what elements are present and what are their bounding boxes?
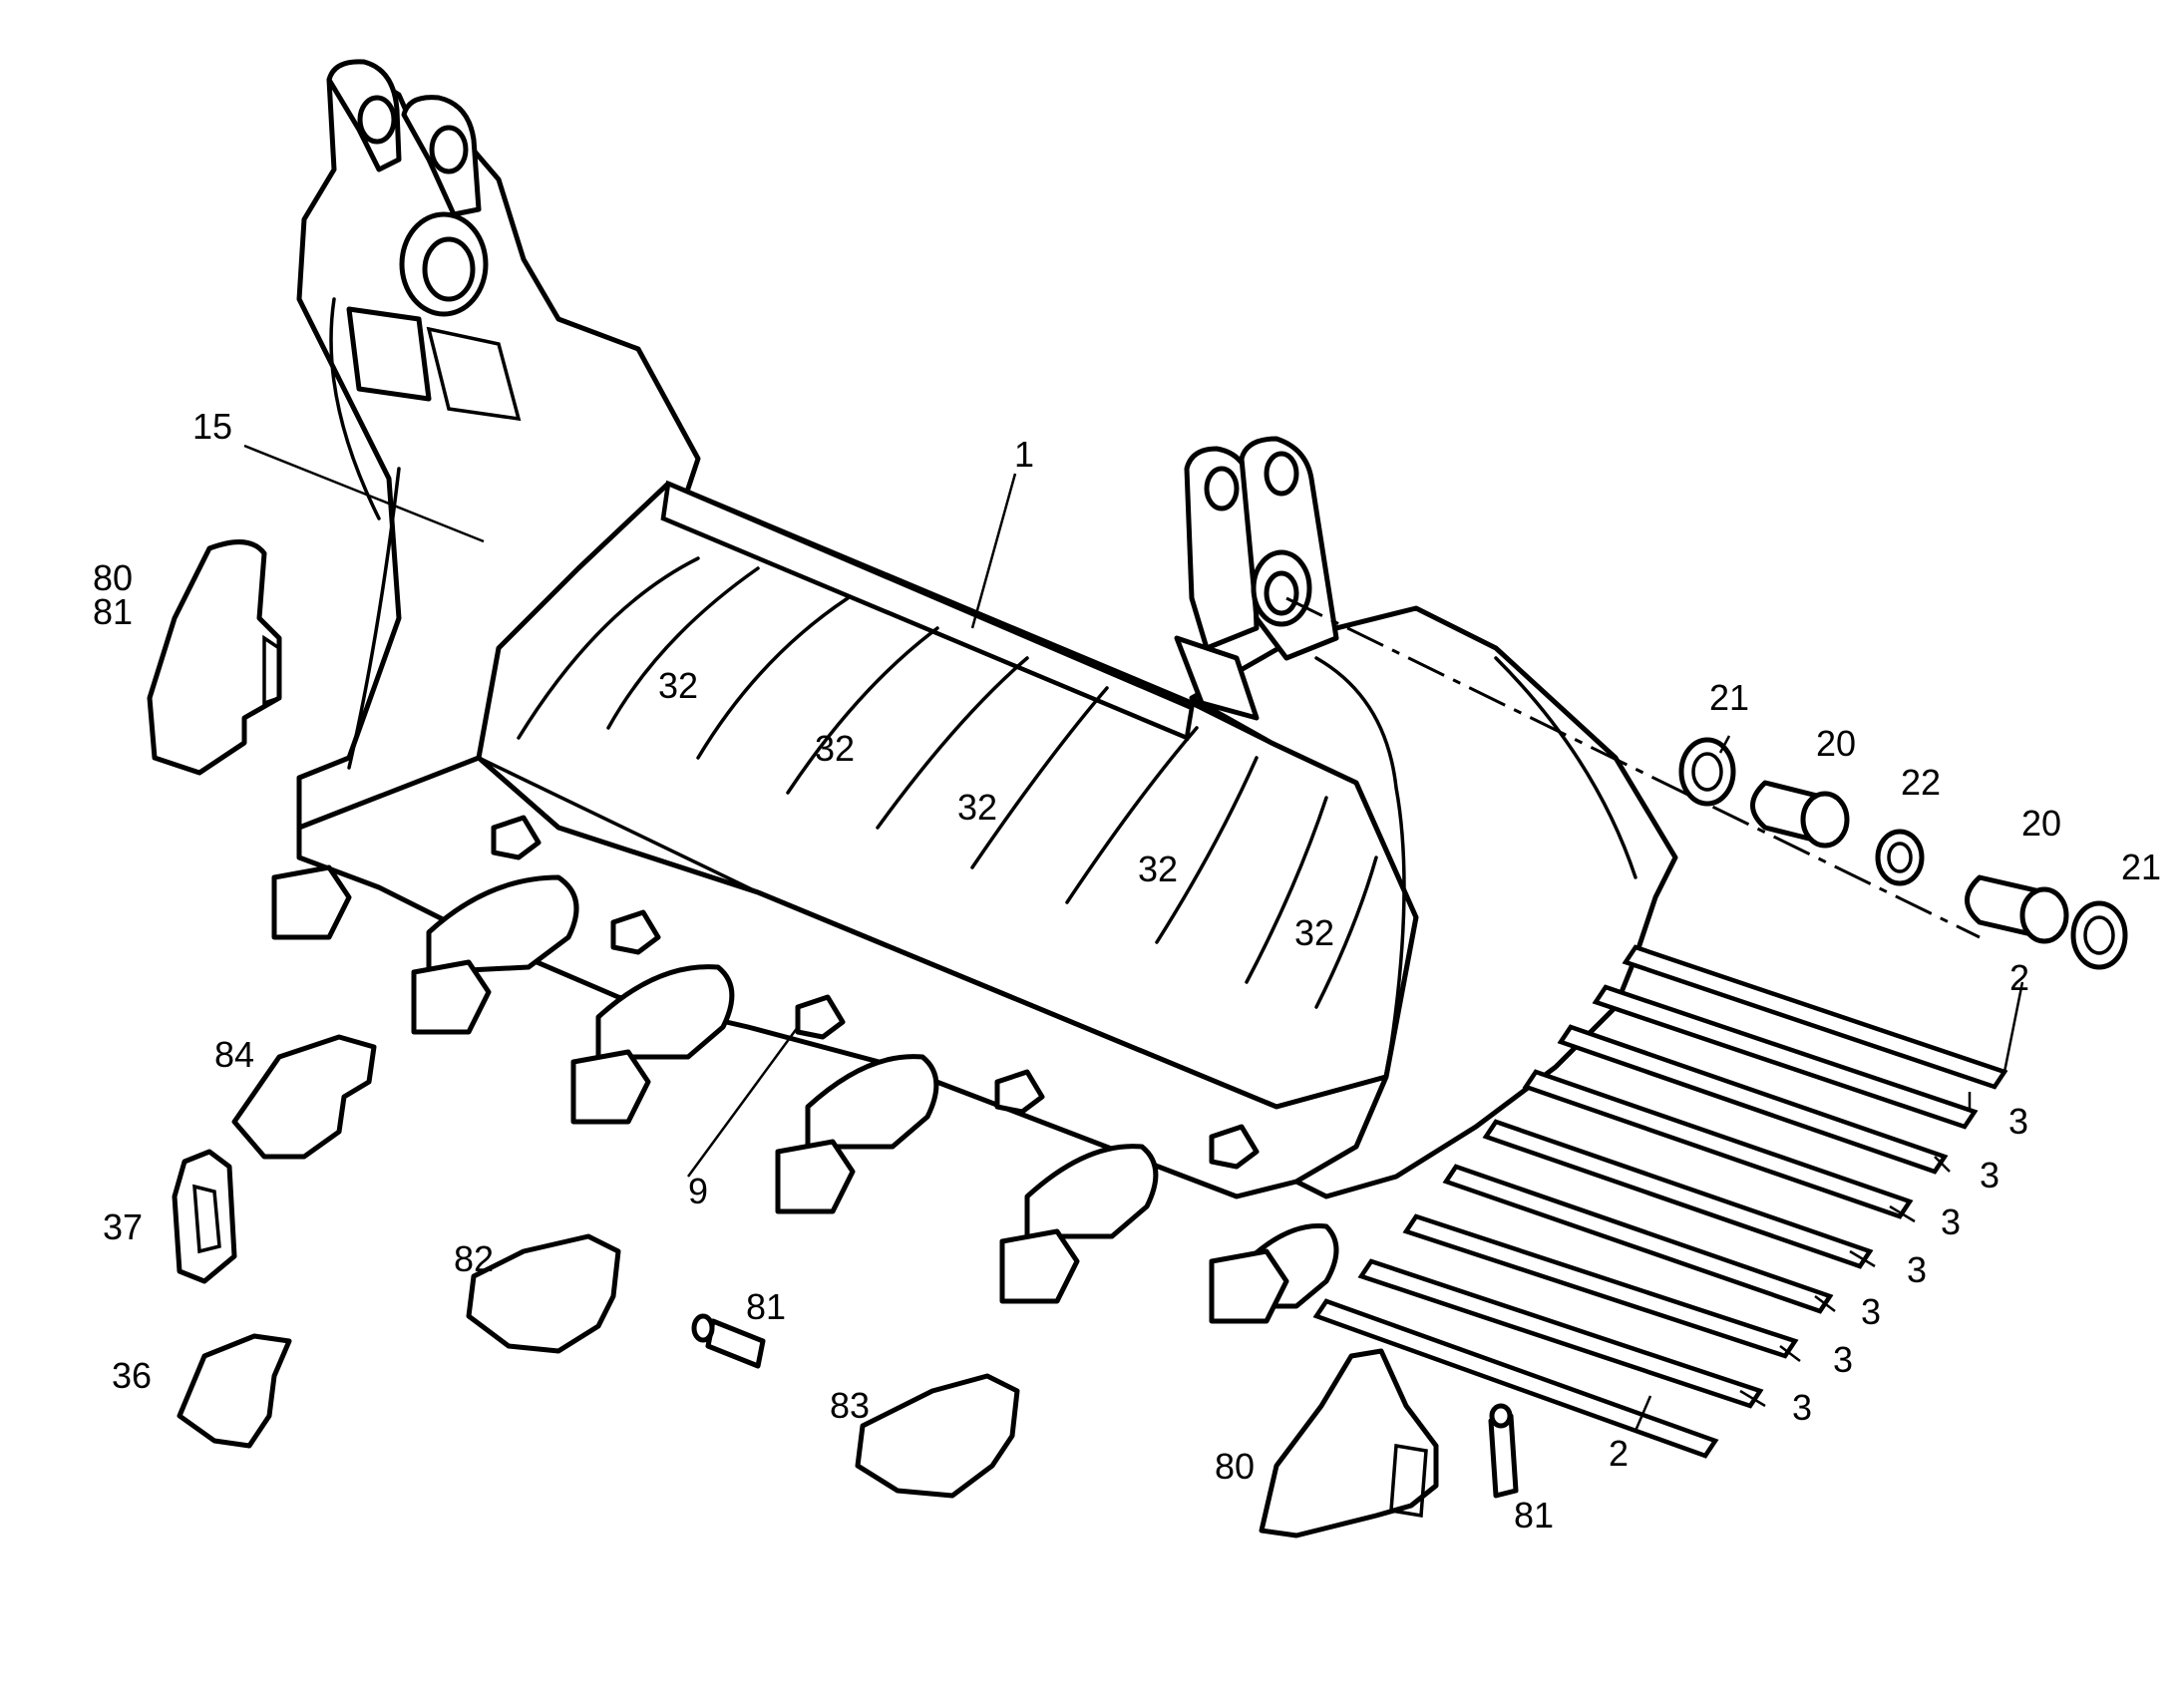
washer-21-left xyxy=(1678,737,1736,807)
callout-3-b: 3 xyxy=(1980,1155,1999,1196)
leader-lines xyxy=(243,444,2024,1432)
callout-80-right: 80 xyxy=(1215,1446,1255,1487)
callout-3-a: 3 xyxy=(2008,1101,2028,1142)
right-hinge-bracket xyxy=(1174,436,1339,721)
callout-3-c: 3 xyxy=(1941,1201,1961,1242)
washer-21-right xyxy=(2070,900,2128,970)
callout-36: 36 xyxy=(112,1355,152,1396)
pin-81-right xyxy=(1488,1403,1519,1499)
callout-3-g: 3 xyxy=(1792,1387,1812,1428)
adapter-82 xyxy=(466,1233,621,1354)
right-side-plate xyxy=(1189,605,1678,1199)
callout-20-right: 20 xyxy=(2021,803,2061,844)
adapter-84 xyxy=(231,1034,377,1160)
bucket-back-panel xyxy=(476,480,1419,1110)
pin-axis-line xyxy=(1285,596,1981,939)
side-cutter-80-81-left xyxy=(147,539,282,776)
callout-15: 15 xyxy=(192,406,232,447)
pin-81 xyxy=(691,1313,766,1369)
callout-83: 83 xyxy=(830,1385,870,1426)
tooth-36 xyxy=(177,1333,292,1449)
callout-3-e: 3 xyxy=(1861,1291,1881,1332)
callout-32-a: 32 xyxy=(658,665,698,706)
callout-3-f: 3 xyxy=(1833,1339,1853,1380)
callout-9: 9 xyxy=(688,1171,708,1211)
callout-2-top: 2 xyxy=(2009,957,2029,998)
callout-80-left: 80 xyxy=(93,557,133,598)
callout-32-d: 32 xyxy=(1138,849,1178,889)
callout-81-center: 81 xyxy=(746,1286,786,1327)
callout-22: 22 xyxy=(1901,762,1941,803)
callout-labels: 15 1 80 81 32 32 32 32 32 21 20 22 20 21… xyxy=(93,406,2161,1536)
wear-strips xyxy=(606,566,1378,1009)
left-hinge-bracket xyxy=(326,59,522,422)
tooth-37 xyxy=(172,1149,237,1284)
adapter-83 xyxy=(855,1373,1020,1499)
callout-32-c: 32 xyxy=(957,787,997,828)
tooth-adapters xyxy=(426,874,1339,1309)
callout-1: 1 xyxy=(1014,434,1034,475)
callout-2-bottom: 2 xyxy=(1609,1433,1629,1474)
callout-37: 37 xyxy=(103,1206,143,1247)
callout-3-d: 3 xyxy=(1907,1249,1927,1290)
cutting-edge-lip xyxy=(296,755,1389,1199)
callout-81-left: 81 xyxy=(93,591,133,632)
callout-21-left: 21 xyxy=(1709,677,1749,718)
callout-20-left: 20 xyxy=(1816,723,1856,764)
side-cutter-80-81-right xyxy=(1259,1348,1439,1538)
callout-84: 84 xyxy=(214,1034,254,1075)
wear-bars xyxy=(1312,944,2008,1459)
callout-32-e: 32 xyxy=(1294,912,1334,953)
callout-21-right: 21 xyxy=(2121,847,2161,887)
callout-81-right: 81 xyxy=(1514,1495,1554,1536)
callout-82: 82 xyxy=(454,1238,494,1279)
spacer-22 xyxy=(1875,829,1925,886)
tooth-points xyxy=(271,864,1289,1324)
callout-32-b: 32 xyxy=(815,728,855,769)
bushings xyxy=(1678,737,2128,970)
